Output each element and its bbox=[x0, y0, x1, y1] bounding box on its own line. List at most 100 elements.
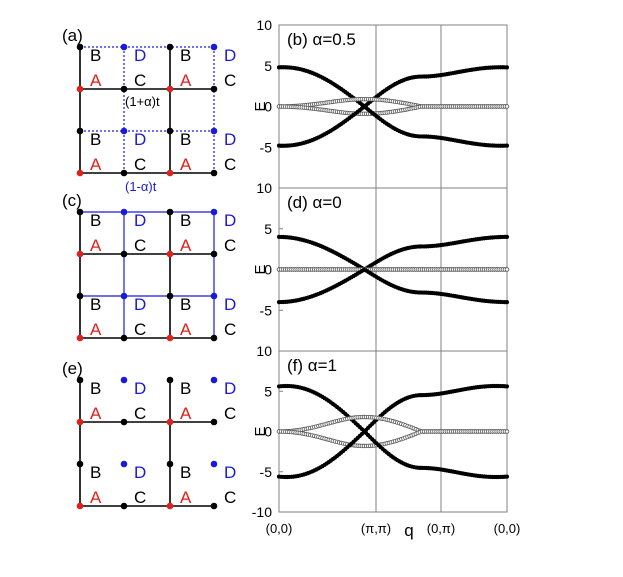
site-b bbox=[76, 43, 84, 51]
site-label-d: D bbox=[224, 295, 236, 314]
y-tick-label: 10 bbox=[256, 343, 272, 359]
site-c bbox=[120, 85, 128, 93]
site-label-d: D bbox=[134, 46, 146, 65]
site-c bbox=[210, 334, 218, 342]
site-label-b: B bbox=[90, 295, 101, 314]
band-lower bbox=[276, 429, 510, 480]
site-label-d: D bbox=[224, 130, 236, 149]
site-label-a: A bbox=[180, 236, 192, 255]
site-label-b: B bbox=[180, 463, 191, 482]
site-c bbox=[210, 418, 218, 426]
x-tick-label: (0,0) bbox=[266, 521, 293, 536]
site-label-c: C bbox=[134, 488, 146, 507]
site-a bbox=[166, 169, 174, 177]
site-label-c: C bbox=[134, 236, 146, 255]
site-label-c: C bbox=[134, 320, 146, 339]
site-d bbox=[120, 292, 128, 300]
lattice-panel-label: (e) bbox=[62, 359, 83, 378]
site-label-a: A bbox=[90, 404, 102, 423]
y-tick-label: 5 bbox=[264, 58, 272, 74]
site-d bbox=[210, 208, 218, 216]
y-tick-label: 0 bbox=[264, 262, 272, 278]
site-d bbox=[210, 43, 218, 51]
band-upper bbox=[276, 383, 510, 434]
site-b bbox=[166, 208, 174, 216]
y-axis-label: E bbox=[252, 101, 269, 111]
site-b bbox=[166, 376, 174, 384]
band-point bbox=[504, 429, 510, 434]
y-tick-label: 0 bbox=[264, 424, 272, 440]
site-label-c: C bbox=[224, 404, 236, 423]
site-a bbox=[76, 169, 84, 177]
site-b bbox=[166, 127, 174, 135]
site-label-a: A bbox=[90, 71, 102, 90]
band-point bbox=[504, 300, 510, 305]
site-b bbox=[76, 292, 84, 300]
site-a bbox=[166, 250, 174, 258]
site-label-a: A bbox=[90, 320, 102, 339]
site-c bbox=[120, 334, 128, 342]
site-label-b: B bbox=[90, 379, 101, 398]
lattice-panel-label: (a) bbox=[62, 26, 83, 45]
band-point bbox=[504, 384, 510, 389]
hopping-label-weak: (1-α)t bbox=[125, 179, 157, 194]
site-d bbox=[120, 376, 128, 384]
site-label-d: D bbox=[224, 463, 236, 482]
site-label-d: D bbox=[134, 379, 146, 398]
site-c bbox=[210, 169, 218, 177]
site-label-b: B bbox=[180, 130, 191, 149]
site-d bbox=[120, 127, 128, 135]
x-tick-label: (0,0) bbox=[494, 521, 521, 536]
site-label-c: C bbox=[224, 71, 236, 90]
site-c bbox=[120, 250, 128, 258]
site-a bbox=[76, 418, 84, 426]
band-lower bbox=[276, 104, 510, 148]
site-d bbox=[210, 376, 218, 384]
site-label-d: D bbox=[134, 463, 146, 482]
band-panel-label: (b) α=0.5 bbox=[287, 30, 356, 49]
y-axis-label: E bbox=[252, 264, 269, 274]
site-label-b: B bbox=[180, 46, 191, 65]
y-tick-label: 5 bbox=[264, 383, 272, 399]
site-b bbox=[166, 292, 174, 300]
site-label-a: A bbox=[90, 488, 102, 507]
site-a bbox=[166, 502, 174, 510]
site-label-c: C bbox=[224, 236, 236, 255]
y-tick-label: -10 bbox=[252, 504, 272, 520]
site-a bbox=[166, 334, 174, 342]
x-tick-label: (0,π) bbox=[427, 521, 455, 536]
site-d bbox=[120, 43, 128, 51]
site-c bbox=[210, 502, 218, 510]
site-label-b: B bbox=[180, 379, 191, 398]
y-tick-label: 5 bbox=[264, 221, 272, 237]
site-c bbox=[210, 85, 218, 93]
y-tick-label: 10 bbox=[256, 180, 272, 196]
site-label-b: B bbox=[90, 211, 101, 230]
site-label-a: A bbox=[90, 236, 102, 255]
band-flat-lower bbox=[276, 104, 510, 117]
y-tick-label: -5 bbox=[260, 464, 273, 480]
x-axis-label: q bbox=[404, 521, 413, 540]
site-label-c: C bbox=[134, 155, 146, 174]
site-c bbox=[210, 250, 218, 258]
site-a bbox=[76, 85, 84, 93]
site-label-b: B bbox=[180, 295, 191, 314]
band-flat-lower bbox=[276, 267, 510, 272]
site-label-a: A bbox=[180, 155, 192, 174]
site-label-c: C bbox=[134, 71, 146, 90]
band-upper bbox=[276, 234, 510, 272]
band-upper bbox=[276, 65, 510, 109]
site-label-b: B bbox=[90, 46, 101, 65]
site-d bbox=[210, 127, 218, 135]
band-point bbox=[504, 143, 510, 148]
band-lower bbox=[276, 267, 510, 305]
y-tick-label: -5 bbox=[260, 302, 273, 318]
y-tick-label: 0 bbox=[264, 99, 272, 115]
